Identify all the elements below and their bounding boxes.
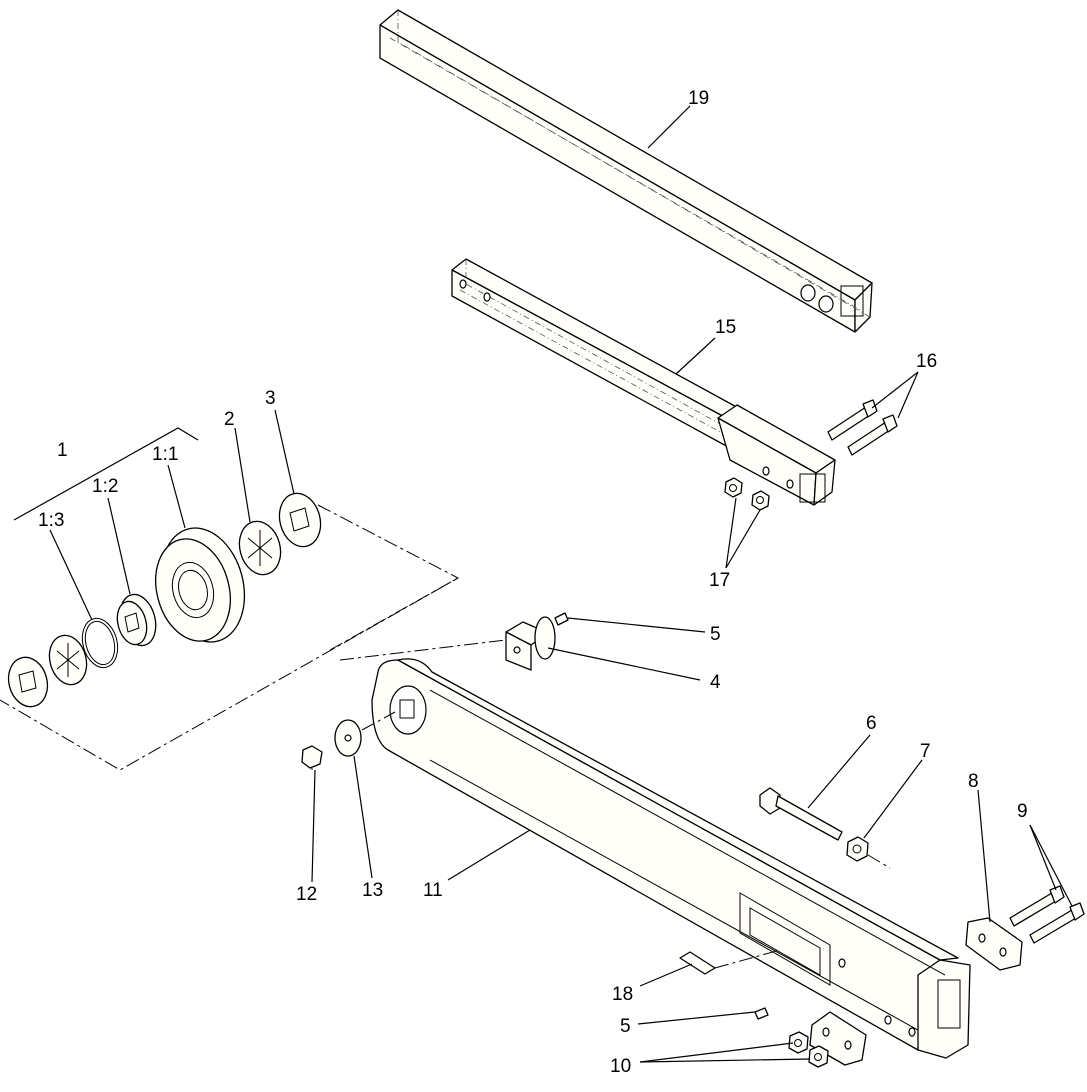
label-11: 11 <box>423 880 443 901</box>
part-1-2-hub <box>116 593 157 647</box>
label-1-1: 1:1 <box>152 444 178 465</box>
label-19: 19 <box>688 88 709 109</box>
part-6-bolt <box>759 787 843 841</box>
label-5-bottom: 5 <box>620 1016 631 1037</box>
label-17: 17 <box>709 570 730 591</box>
wheel-assembly-envelope <box>0 504 460 771</box>
part-19-tube <box>379 9 873 333</box>
part-1-3-snap-ring <box>81 617 119 669</box>
label-4: 4 <box>710 672 721 693</box>
label-1: 1 <box>57 440 68 461</box>
part-1-bracket <box>13 427 199 521</box>
part-11-arm <box>371 658 971 1059</box>
label-10: 10 <box>610 1056 631 1077</box>
part-15-tube <box>451 258 836 506</box>
label-18: 18 <box>612 984 633 1005</box>
part-8-plate <box>965 917 1023 971</box>
label-1-3: 1:3 <box>38 510 64 531</box>
label-15: 15 <box>715 317 736 338</box>
part-16-bolts <box>827 399 898 456</box>
part-9-bolts <box>1009 885 1085 944</box>
part-5-grease-fitting-bottom <box>754 1007 769 1020</box>
part-10-nuts <box>788 1031 829 1068</box>
label-3: 3 <box>265 388 276 409</box>
part-1-1-tire <box>155 527 246 643</box>
leader-lines <box>49 105 1073 1063</box>
part-4-axle-stub <box>339 616 556 671</box>
part-7-nut <box>846 836 891 869</box>
label-12: 12 <box>296 884 317 905</box>
label-13: 13 <box>362 880 383 901</box>
part-3-washer <box>278 492 322 548</box>
label-7: 7 <box>920 741 931 762</box>
label-16: 16 <box>916 351 937 372</box>
label-8: 8 <box>968 771 979 792</box>
part-5-grease-fitting-top <box>554 612 569 626</box>
part-3-washer-left <box>7 656 49 708</box>
callout-labels: 19 15 16 17 1 1:1 1:2 1:3 2 3 5 4 6 7 8 … <box>38 88 1028 1077</box>
part-18-decal <box>679 949 781 975</box>
part-2-star-washer <box>238 520 282 576</box>
label-9: 9 <box>1017 801 1028 822</box>
part-12-bolt <box>301 745 323 770</box>
part-17-nuts <box>724 477 770 511</box>
label-6: 6 <box>866 713 877 734</box>
label-5-top: 5 <box>710 624 721 645</box>
part-2-star-washer-left <box>48 634 88 686</box>
label-1-2: 1:2 <box>92 476 118 497</box>
part-13-washer <box>334 711 396 757</box>
label-2: 2 <box>224 409 235 430</box>
